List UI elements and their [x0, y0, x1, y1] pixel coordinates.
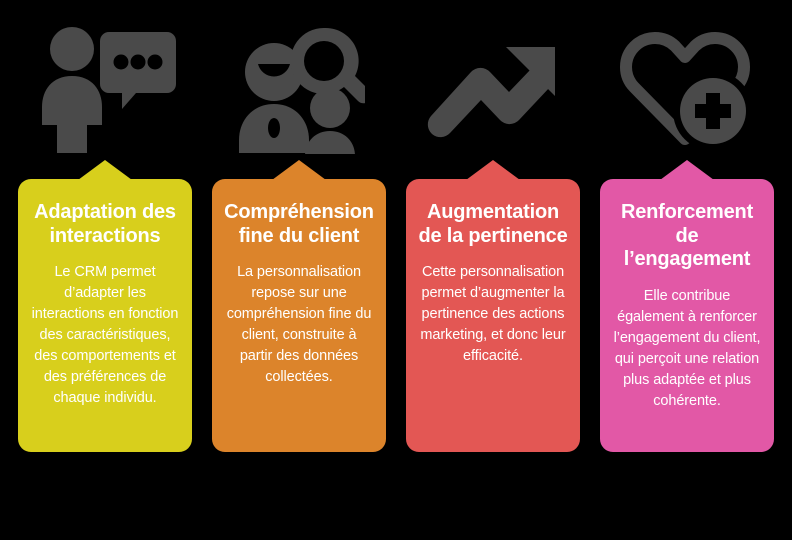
card-body-panel: Augmentation de la pertinence Cette pers…	[406, 179, 580, 452]
infographic-column: Renforcement de l’engagement Elle contri…	[600, 0, 774, 452]
card: Adaptation des interactions Le CRM perme…	[18, 160, 192, 452]
card-body-panel: Compréhension fine du client La personna…	[212, 179, 386, 452]
card-notch	[272, 160, 326, 180]
card-body-panel: Renforcement de l’engagement Elle contri…	[600, 179, 774, 452]
people-magnifier-icon	[212, 0, 386, 160]
infographic-column: Adaptation des interactions Le CRM perme…	[18, 0, 192, 452]
heart-plus-icon	[600, 0, 774, 160]
card-title: Augmentation de la pertinence	[418, 201, 568, 247]
card: Renforcement de l’engagement Elle contri…	[600, 160, 774, 452]
card-description: Le CRM permet d’adapter les interactions…	[31, 264, 179, 407]
card-columns: Adaptation des interactions Le CRM perme…	[18, 0, 774, 452]
growth-arrow-icon	[406, 0, 580, 160]
infographic-column: Compréhension fine du client La personna…	[212, 0, 386, 452]
card-notch	[660, 160, 714, 180]
card-notch	[466, 160, 520, 180]
card-description: Elle contribue également à renforcer l’e…	[613, 287, 761, 409]
card: Augmentation de la pertinence Cette pers…	[406, 160, 580, 452]
card-title: Renforcement de l’engagement	[620, 201, 754, 271]
card-title: Adaptation des interactions	[34, 201, 176, 247]
infographic-column: Augmentation de la pertinence Cette pers…	[406, 0, 580, 452]
card-description: La personnalisation repose sur une compr…	[226, 264, 372, 386]
person-speech-bubble-icon	[18, 0, 192, 160]
card-description: Cette personnalisation permet d’augmente…	[420, 264, 566, 365]
card-title: Compréhension fine du client	[224, 201, 374, 247]
card: Compréhension fine du client La personna…	[212, 160, 386, 452]
card-notch	[78, 160, 132, 180]
card-body-panel: Adaptation des interactions Le CRM perme…	[18, 179, 192, 452]
